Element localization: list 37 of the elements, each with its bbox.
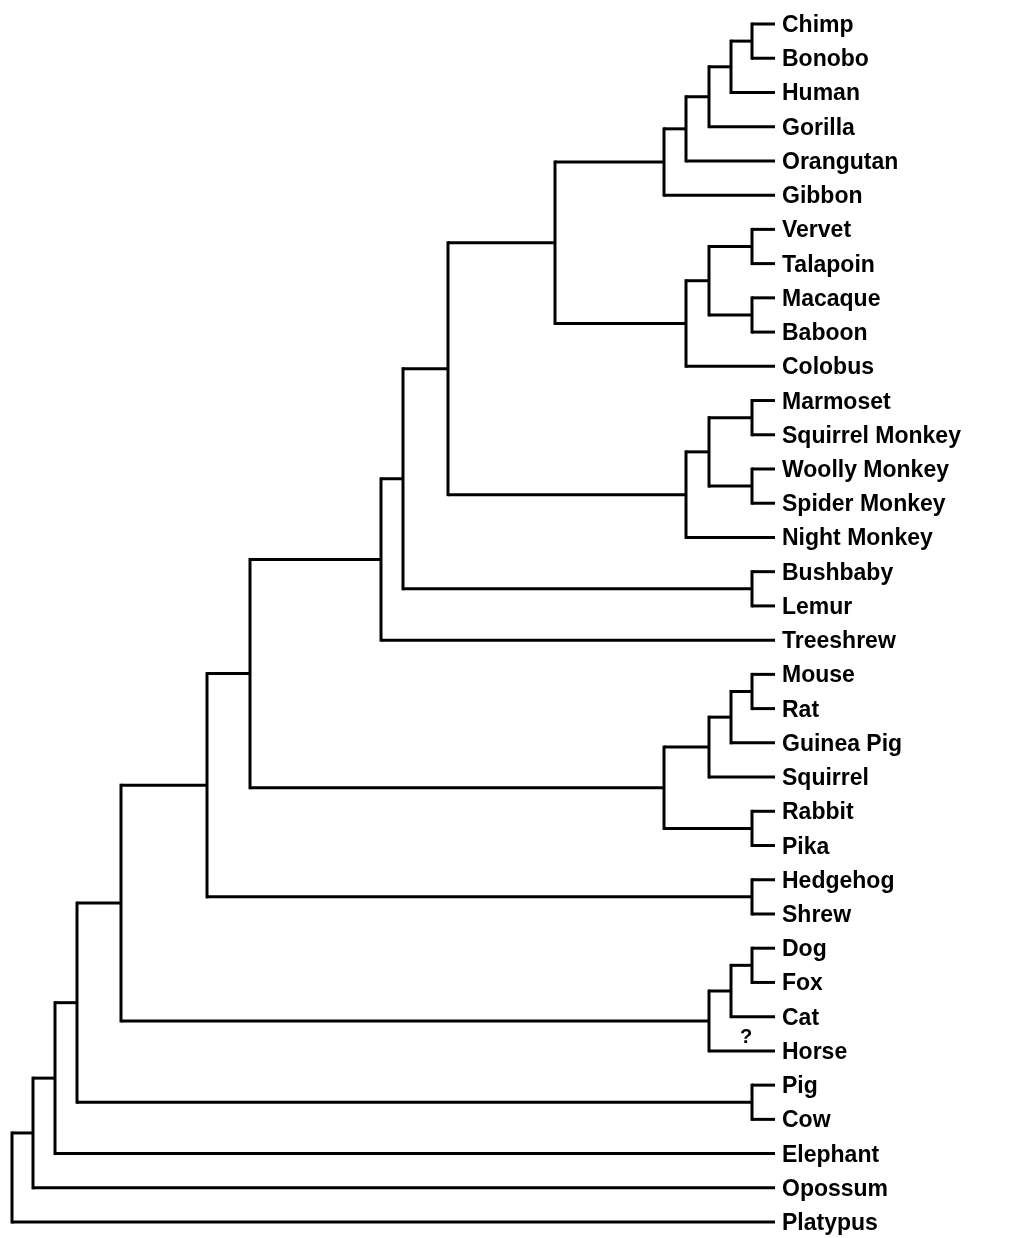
taxon-label: Fox xyxy=(782,969,823,996)
taxon-label: Dog xyxy=(782,935,827,962)
taxon-label: Orangutan xyxy=(782,147,899,174)
taxon-label: Squirrel xyxy=(782,764,869,791)
taxon-label: Bonobo xyxy=(782,45,869,72)
taxon-label: Baboon xyxy=(782,319,868,346)
taxon-label: Pika xyxy=(782,832,830,859)
taxon-label: Macaque xyxy=(782,284,881,311)
taxon-label: Shrew xyxy=(782,900,852,927)
taxon-label: Gorilla xyxy=(782,113,855,140)
taxon-label: Rabbit xyxy=(782,798,854,825)
taxon-label: Rat xyxy=(782,695,820,722)
taxon-label: Platypus xyxy=(782,1209,878,1236)
taxon-label: Night Monkey xyxy=(782,524,933,551)
taxon-label: Squirrel Monkey xyxy=(782,421,961,448)
taxon-label: Lemur xyxy=(782,592,853,619)
taxon-label: Talapoin xyxy=(782,250,875,277)
taxon-label: Spider Monkey xyxy=(782,490,946,517)
taxon-label: Guinea Pig xyxy=(782,729,903,756)
taxon-label: Chimp xyxy=(782,11,854,37)
taxon-label: Gibbon xyxy=(782,182,863,209)
taxon-label: Human xyxy=(782,79,860,106)
taxon-label: Marmoset xyxy=(782,387,891,414)
taxon-label: Vervet xyxy=(782,216,852,243)
taxon-label: Elephant xyxy=(782,1140,880,1167)
taxon-label: Bushbaby xyxy=(782,558,894,585)
taxon-label: Pig xyxy=(782,1072,818,1099)
taxon-label: Hedgehog xyxy=(782,866,895,893)
taxon-label: Cow xyxy=(782,1106,831,1133)
taxon-label: Woolly Monkey xyxy=(782,456,949,482)
taxon-label: Opossum xyxy=(782,1174,889,1201)
taxon-label: Mouse xyxy=(782,661,855,688)
taxon-label: Colobus xyxy=(782,353,874,380)
taxon-label: Treeshrew xyxy=(782,627,896,654)
taxon-label: Cat xyxy=(782,1003,820,1030)
question-mark: ? xyxy=(740,1026,753,1045)
taxon-label: Horse xyxy=(782,1037,848,1064)
